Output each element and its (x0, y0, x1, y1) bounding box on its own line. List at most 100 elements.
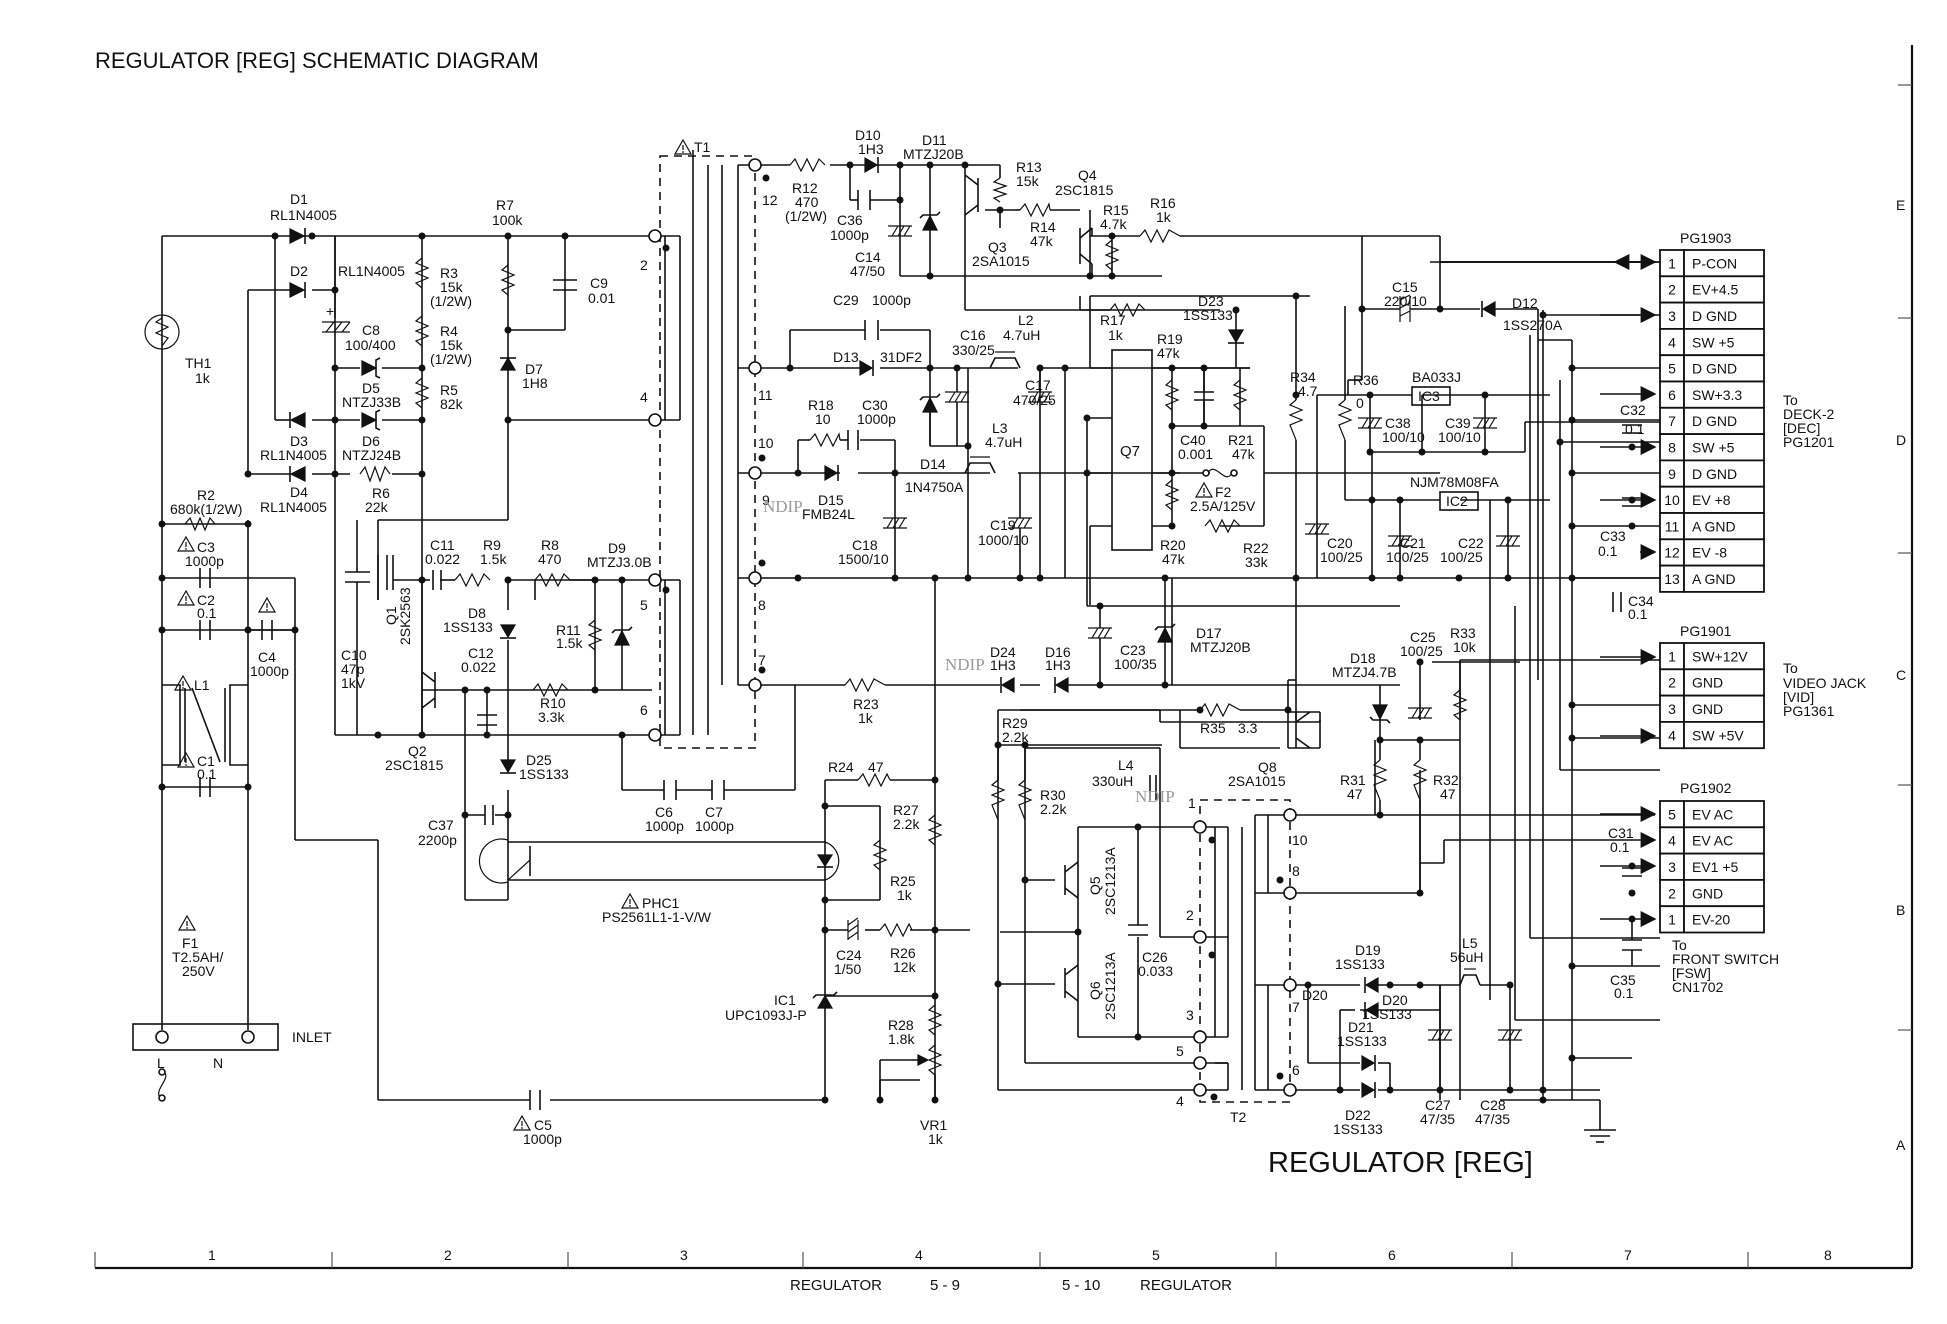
label-vr1-ref: VR1 (920, 1117, 947, 1133)
label-r12-ref: R12 (792, 180, 818, 196)
grid-col-5: 5 (1152, 1247, 1160, 1263)
connector-pin-signal: SW+3.3 (1692, 387, 1742, 403)
label-q2-ref: Q2 (408, 743, 427, 759)
label-d4-value: RL1N4005 (260, 499, 327, 515)
label-d17-value: MTZJ20B (1190, 639, 1251, 655)
frame (94, 45, 1914, 1270)
label-r17-value: 1k (1108, 327, 1124, 343)
label-t2-ref: T2 (1230, 1109, 1247, 1125)
label-r9-ref: R9 (483, 537, 501, 553)
label-r14-value: 47k (1030, 233, 1054, 249)
label-d16-value: 1H3 (1045, 657, 1071, 673)
label-d14-ref: D14 (920, 456, 946, 472)
label-t2-pin-8: 8 (1292, 863, 1300, 879)
label-d23-ref: D23 (1198, 293, 1224, 309)
label-r17-ref: R17 (1100, 312, 1126, 328)
label-c31-ref: C31 (1608, 825, 1634, 841)
label-r23-ref: R23 (853, 696, 879, 712)
label-r31-ref: R31 (1340, 772, 1366, 788)
label-c32-ref: C32 (1620, 402, 1646, 418)
label-vr1-value: 1k (928, 1131, 944, 1147)
label-r3-value: 15k (440, 279, 464, 295)
label-t1-pin-9: 9 (762, 492, 770, 508)
label-r20-ref: R20 (1160, 537, 1186, 553)
grid-col-7: 7 (1624, 1247, 1632, 1263)
label-q7-ref: Q7 (1120, 443, 1140, 460)
label-r3-note: (1/2W) (430, 293, 472, 309)
label-r5-ref: R5 (440, 382, 458, 398)
label-r25-value: 1k (897, 887, 913, 903)
connector-pin-number: 4 (1668, 727, 1676, 743)
label-d2-value: RL1N4005 (338, 263, 405, 279)
label-t1-pin-12: 12 (762, 192, 778, 208)
label-l4-value: 330uH (1092, 773, 1133, 789)
connector-pin-number: 2 (1668, 675, 1676, 691)
label-c29-value: 1000p (872, 292, 911, 308)
label-r15-value: 4.7k (1100, 216, 1127, 232)
connector-pin-signal: D GND (1692, 308, 1737, 324)
label-d9-value: MTZJ3.0B (587, 554, 652, 570)
label-c8-value: 100/400 (345, 337, 396, 353)
label-c10-value: 47p (341, 661, 365, 677)
label-c7-ref: C7 (705, 804, 723, 820)
label-d19-value: 1SS133 (1335, 956, 1385, 972)
resistor-r7 (500, 264, 516, 296)
connector-pin-signal: A GND (1692, 518, 1736, 534)
label-c16-value: 330/25 (952, 342, 995, 358)
label-d8-value: 1SS133 (443, 619, 493, 635)
label-q8-value: 2SA1015 (1228, 773, 1286, 789)
label-r22-ref: R22 (1243, 540, 1269, 556)
connector-pin-number-cell (1659, 485, 1685, 514)
grid-col-2: 2 (444, 1247, 452, 1263)
label-r13-ref: R13 (1016, 159, 1042, 175)
connector-pin-signal-cell (1683, 800, 1765, 829)
label-t1-pin-10: 10 (758, 435, 774, 451)
label-t1-pin-11: 11 (758, 387, 773, 403)
label-t1-pin-5: 5 (640, 597, 648, 613)
label-c33-ref: C33 (1600, 528, 1626, 544)
resistor-r5 (414, 377, 430, 409)
label-q3-value: 2SA1015 (972, 253, 1030, 269)
label-l3-ref: L3 (992, 420, 1008, 436)
connector-pin-signal: GND (1692, 701, 1723, 717)
label-r21-value: 47k (1232, 446, 1256, 462)
label-c28-value: 47/35 (1475, 1111, 1510, 1127)
label-c23-value: 100/35 (1114, 656, 1157, 672)
label-r34-ref: R34 (1290, 369, 1316, 385)
footer-left-page: 5 - 9 (930, 1277, 960, 1294)
label-r35-ref: R35 (1200, 720, 1226, 736)
label-c17-value: 470/25 (1013, 392, 1056, 408)
label-inlet-l: L (157, 1055, 165, 1071)
label-r30-ref: R30 (1040, 787, 1066, 803)
label-c10-note: 1kV (341, 675, 366, 691)
label-d21-ref: D21 (1348, 1019, 1374, 1035)
label-r27-value: 2.2k (893, 816, 920, 832)
label-r33-value: 10k (1453, 639, 1477, 655)
label-t2-pin-3: 3 (1186, 1007, 1194, 1023)
connector-pin-signal: EV AC (1692, 833, 1733, 849)
connector-pin-signal-cell (1683, 905, 1765, 934)
thermistor-icon (144, 314, 180, 350)
label-r36-value: 0 (1356, 395, 1364, 411)
connector-pin-signal: EV1 +5 (1692, 859, 1739, 875)
label-t2-pin-10: 10 (1292, 832, 1308, 848)
connector-pin-signal: SW +5V (1692, 727, 1744, 743)
label-d7-ref: D7 (525, 361, 543, 377)
label-t1-pin-2: 2 (640, 257, 648, 273)
label-d11-ref: D11 (922, 132, 947, 148)
connector-pin-signal: D GND (1692, 361, 1737, 377)
grid-row-c: C (1896, 667, 1906, 683)
label-r2-value: 680k(1/2W) (170, 501, 242, 517)
connector-pin-number: 3 (1668, 859, 1676, 875)
connector-pin-signal-cell (1683, 721, 1765, 750)
connector-pin-signal-cell (1683, 459, 1765, 488)
label-c3-value: 1000p (185, 553, 224, 569)
label-r12-value: 470 (795, 194, 819, 210)
label-r2-ref: R2 (197, 487, 215, 503)
label-c35-value: 0.1 (1614, 985, 1634, 1001)
